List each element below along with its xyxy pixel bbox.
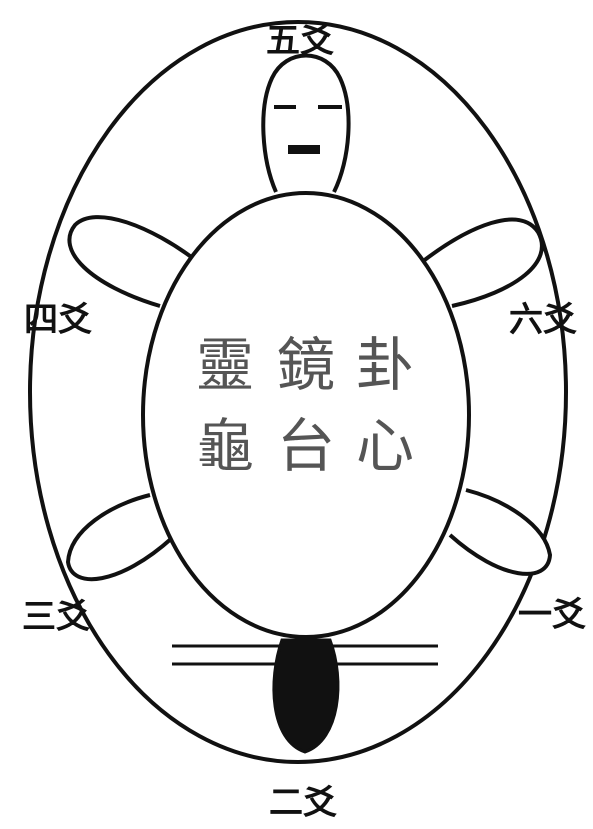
outer-ring: [28, 20, 568, 764]
label-lower-right: 一爻: [518, 595, 586, 635]
head-mouth: [288, 145, 320, 154]
label-bottom: 二爻: [269, 783, 337, 823]
leg-lower-left: [65, 493, 174, 582]
center-char-r2c2: 台: [276, 412, 335, 480]
center-char-r2c3: 心: [355, 412, 414, 480]
leg-lower-right: [448, 488, 553, 576]
label-lower-left: 三爻: [22, 597, 90, 637]
center-char-r1c2: 鏡: [276, 331, 335, 399]
label-upper-right: 六爻: [509, 300, 577, 340]
leg-upper-left: [67, 215, 200, 308]
turtle-head: [261, 53, 351, 193]
label-upper-left: 四爻: [24, 300, 92, 340]
center-char-r1c1: 靈: [195, 331, 254, 399]
turtle-tail: [272, 638, 340, 754]
center-char-r1c3: 卦: [355, 331, 414, 399]
center-char-r2c1: 龜: [195, 412, 254, 480]
turtle-shell: [141, 191, 471, 639]
leg-upper-right: [420, 217, 544, 308]
label-top: 五爻: [266, 21, 334, 61]
